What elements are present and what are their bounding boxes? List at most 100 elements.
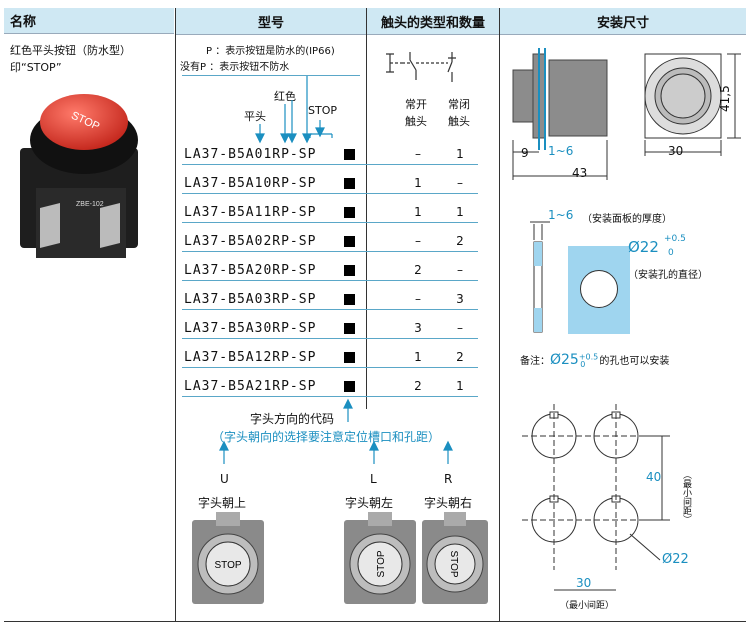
table-frame bbox=[4, 8, 746, 622]
code-u: U bbox=[220, 472, 229, 486]
install-drawing bbox=[512, 48, 741, 180]
marker-square bbox=[344, 207, 355, 218]
remark-tol-up: +0.5 bbox=[578, 352, 599, 362]
spacing-h-value: 30 bbox=[576, 576, 592, 590]
row-line bbox=[182, 164, 478, 165]
stop-text: STOP bbox=[214, 560, 241, 571]
row-line bbox=[182, 309, 478, 310]
model-row: LA37-B5A21RP-SP bbox=[184, 379, 317, 394]
header-install-text: 安装尺寸 bbox=[596, 15, 649, 31]
dim-43: 43 bbox=[572, 166, 588, 180]
remark-diameter: Ø25 bbox=[550, 352, 579, 368]
photo-label: ZBE-102 bbox=[76, 201, 104, 208]
model-row: LA37-B5A11RP-SP bbox=[184, 205, 317, 220]
dim-30: 30 bbox=[668, 144, 684, 158]
model-row: LA37-B5A12RP-SP bbox=[184, 350, 317, 365]
hole-circle bbox=[580, 270, 618, 308]
button-left-image: STOP bbox=[344, 512, 416, 604]
product-photo: STOP ZBE-102 bbox=[20, 94, 138, 258]
model-row: LA37-B5A20RP-SP bbox=[184, 263, 317, 278]
divider bbox=[175, 8, 176, 621]
nc-count: – bbox=[457, 321, 463, 335]
nc-count: 1 bbox=[456, 147, 464, 161]
model-row: LA37-B5A03RP-SP bbox=[184, 292, 317, 307]
label-flat: 平头 bbox=[244, 110, 266, 123]
rule bbox=[182, 75, 360, 76]
marker-square bbox=[344, 294, 355, 305]
marker-square bbox=[344, 236, 355, 247]
nc-count: 1 bbox=[456, 205, 464, 219]
product-line1: 红色平头按钮（防水型） bbox=[10, 44, 131, 57]
model-row: LA37-B5A02RP-SP bbox=[184, 234, 317, 249]
nc-count: 2 bbox=[456, 350, 464, 364]
product-line2: 印“STOP” bbox=[10, 61, 62, 74]
thickness-note: （安装面板的厚度） bbox=[582, 214, 672, 225]
row-line bbox=[182, 222, 478, 223]
header-model: 型号 bbox=[176, 8, 366, 35]
row-line bbox=[182, 193, 478, 194]
code-r: R bbox=[444, 472, 453, 486]
row-line bbox=[182, 338, 478, 339]
model-row: LA37-B5A01RP-SP bbox=[184, 147, 317, 162]
note-nop: 没有P ：表示按钮不防水 bbox=[180, 62, 290, 73]
hole2-diameter: Ø22 bbox=[662, 552, 689, 567]
spacing-v-note: （最小间距） bbox=[681, 470, 691, 524]
label-left: 字头朝左 bbox=[345, 496, 394, 510]
marker-square bbox=[344, 323, 355, 334]
orientation-arrows bbox=[219, 398, 453, 464]
row-line bbox=[182, 251, 478, 252]
nc-count: 2 bbox=[456, 234, 464, 248]
orientation-note: （字头朝向的选择要注意定位槽口和孔距） bbox=[212, 430, 441, 444]
header-contact: 触头的类型和数量 bbox=[367, 8, 499, 35]
nc-count: 3 bbox=[456, 292, 464, 306]
header-name-text: 名称 bbox=[10, 15, 37, 30]
label-red: 红色 bbox=[274, 90, 296, 103]
row-line bbox=[182, 367, 478, 368]
nc-count: – bbox=[457, 263, 463, 277]
header-name: 名称 bbox=[4, 8, 174, 34]
marker-square bbox=[344, 265, 355, 276]
no-count: – bbox=[415, 147, 421, 161]
panel-section bbox=[530, 221, 550, 333]
header-model-text: 型号 bbox=[257, 15, 284, 31]
model-row: LA37-B5A10RP-SP bbox=[184, 176, 317, 191]
hole-diameter: Ø22 bbox=[628, 238, 659, 256]
hole-spacing-drawing bbox=[522, 404, 670, 591]
no-count: 2 bbox=[414, 379, 422, 393]
orientation-code-label: 字头方向的代码 bbox=[250, 412, 335, 426]
marker-square bbox=[344, 149, 355, 160]
hole-note: （安装孔的直径） bbox=[628, 270, 708, 281]
stop-text: STOP bbox=[448, 550, 459, 577]
dim-41-5: 41,5 bbox=[718, 85, 732, 112]
spacing-h-note: （最小间距） bbox=[560, 601, 615, 611]
hole-tol-up: +0.5 bbox=[664, 234, 686, 244]
divider bbox=[366, 8, 367, 409]
divider bbox=[499, 8, 500, 621]
no-count: 1 bbox=[414, 176, 422, 190]
nc-count: 1 bbox=[456, 379, 464, 393]
no-count: – bbox=[415, 234, 421, 248]
no-count: 1 bbox=[414, 350, 422, 364]
marker-square bbox=[344, 381, 355, 392]
thickness-value: 1~6 bbox=[548, 208, 574, 222]
marker-square bbox=[344, 178, 355, 189]
button-up-image: STOP bbox=[192, 512, 264, 604]
nc-label-1: 常闭 bbox=[448, 98, 470, 111]
row-line bbox=[182, 280, 478, 281]
no-count: 3 bbox=[414, 321, 422, 335]
model-arrows bbox=[255, 76, 333, 144]
hole-tol-dn: 0 bbox=[668, 248, 674, 258]
no-label-1: 常开 bbox=[405, 98, 427, 111]
marker-square bbox=[344, 352, 355, 363]
no-count: 2 bbox=[414, 263, 422, 277]
row-line bbox=[182, 396, 478, 397]
no-count: 1 bbox=[414, 205, 422, 219]
product-name: 红色平头按钮（防水型） 印“STOP” bbox=[10, 42, 131, 76]
label-stop: STOP bbox=[308, 104, 337, 117]
note-p: P ：表示按钮是防水的(IP66) bbox=[206, 46, 335, 57]
remark-tol-dn: 0 bbox=[580, 360, 586, 369]
model-row: LA37-B5A30RP-SP bbox=[184, 321, 317, 336]
header-contact-text: 触头的类型和数量 bbox=[380, 15, 485, 31]
header-install: 安装尺寸 bbox=[500, 8, 746, 35]
no-count: – bbox=[415, 292, 421, 306]
